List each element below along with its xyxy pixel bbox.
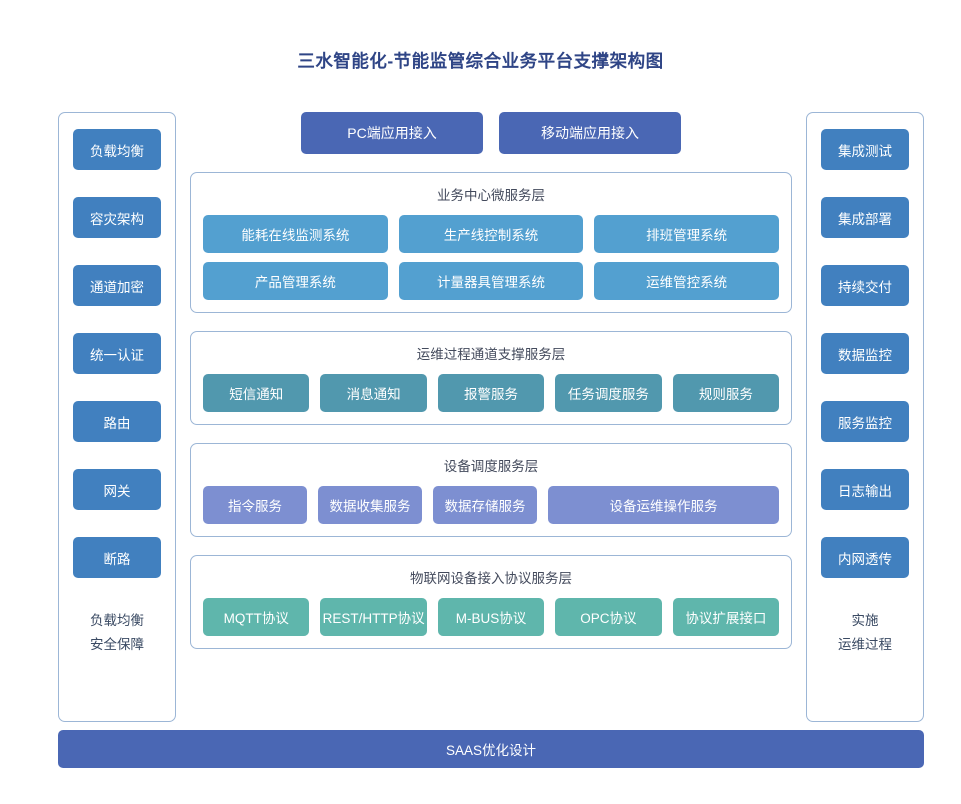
sidebar-item-circuit-breaker[interactable]: 断路 — [73, 537, 161, 578]
sidebar-item-service-monitoring[interactable]: 服务监控 — [821, 401, 909, 442]
sidebar-item-log-output[interactable]: 日志输出 — [821, 469, 909, 510]
layer-title: 业务中心微服务层 — [437, 188, 545, 203]
node-rest-http-protocol[interactable]: REST/HTTP协议 — [320, 598, 427, 636]
layer-title: 物联网设备接入协议服务层 — [410, 571, 572, 586]
left-panel-footer: 负载均衡 安全保障 — [90, 609, 144, 657]
sidebar-item-routing[interactable]: 路由 — [73, 401, 161, 442]
sidebar-item-integration-deploy[interactable]: 集成部署 — [821, 197, 909, 238]
center-column: PC端应用接入 移动端应用接入 业务中心微服务层 能耗在线监测系统 生产线控制系… — [190, 112, 792, 667]
sidebar-item-continuous-delivery[interactable]: 持续交付 — [821, 265, 909, 306]
sidebar-item-channel-encryption[interactable]: 通道加密 — [73, 265, 161, 306]
architecture-diagram: 负载均衡 容灾架构 通道加密 统一认证 路由 网关 断路 负载均衡 安全保障 P… — [58, 112, 924, 772]
layer-row: 指令服务 数据收集服务 数据存储服务 设备运维操作服务 — [203, 486, 779, 524]
node-shift-management-system[interactable]: 排班管理系统 — [594, 215, 780, 253]
page-title: 三水智能化-节能监管综合业务平台支撑架构图 — [297, 51, 664, 71]
node-mqtt-protocol[interactable]: MQTT协议 — [203, 598, 310, 636]
left-capability-panel: 负载均衡 容灾架构 通道加密 统一认证 路由 网关 断路 负载均衡 安全保障 — [58, 112, 176, 722]
application-access-row: PC端应用接入 移动端应用接入 — [190, 112, 792, 154]
mobile-access-button[interactable]: 移动端应用接入 — [499, 112, 681, 154]
node-sms-notification[interactable]: 短信通知 — [203, 374, 310, 412]
layer-business-microservice: 业务中心微服务层 能耗在线监测系统 生产线控制系统 排班管理系统 产品管理系统 … — [190, 172, 792, 313]
sidebar-item-data-monitoring[interactable]: 数据监控 — [821, 333, 909, 374]
left-panel-footer-line1: 负载均衡 — [90, 613, 144, 628]
right-panel-footer-line1: 实施 — [851, 613, 879, 628]
node-device-ops-operation-service[interactable]: 设备运维操作服务 — [548, 486, 779, 524]
left-panel-footer-line2: 安全保障 — [90, 637, 144, 652]
sidebar-item-unified-auth[interactable]: 统一认证 — [73, 333, 161, 374]
sidebar-item-gateway[interactable]: 网关 — [73, 469, 161, 510]
right-capability-panel: 集成测试 集成部署 持续交付 数据监控 服务监控 日志输出 内网透传 实施 运维… — [806, 112, 924, 722]
node-task-scheduling-service[interactable]: 任务调度服务 — [555, 374, 662, 412]
right-panel-footer: 实施 运维过程 — [838, 609, 892, 657]
node-data-collection-service[interactable]: 数据收集服务 — [318, 486, 423, 524]
layer-row: 产品管理系统 计量器具管理系统 运维管控系统 — [203, 262, 780, 300]
layer-ops-channel-support: 运维过程通道支撑服务层 短信通知 消息通知 报警服务 任务调度服务 规则服务 — [190, 331, 792, 425]
node-message-notification[interactable]: 消息通知 — [320, 374, 427, 412]
node-data-storage-service[interactable]: 数据存储服务 — [433, 486, 538, 524]
node-metering-device-management-system[interactable]: 计量器具管理系统 — [398, 262, 584, 300]
right-panel-footer-line2: 运维过程 — [838, 637, 892, 652]
layer-title: 运维过程通道支撑服务层 — [416, 347, 566, 362]
pc-access-button[interactable]: PC端应用接入 — [301, 112, 483, 154]
node-protocol-extension-interface[interactable]: 协议扩展接口 — [672, 598, 780, 636]
sidebar-item-intranet-tunneling[interactable]: 内网透传 — [821, 537, 909, 578]
layer-row: 短信通知 消息通知 报警服务 任务调度服务 规则服务 — [203, 374, 780, 412]
node-rule-service[interactable]: 规则服务 — [672, 374, 780, 412]
node-energy-monitoring-system[interactable]: 能耗在线监测系统 — [203, 215, 388, 253]
node-opc-protocol[interactable]: OPC协议 — [555, 598, 662, 636]
sidebar-item-integration-test[interactable]: 集成测试 — [821, 129, 909, 170]
node-mbus-protocol[interactable]: M-BUS协议 — [437, 598, 545, 636]
layer-iot-protocol-access: 物联网设备接入协议服务层 MQTT协议 REST/HTTP协议 M-BUS协议 … — [190, 555, 792, 649]
node-production-line-control-system[interactable]: 生产线控制系统 — [398, 215, 584, 253]
sidebar-item-dr-architecture[interactable]: 容灾架构 — [73, 197, 161, 238]
node-product-management-system[interactable]: 产品管理系统 — [203, 262, 388, 300]
layer-device-scheduling: 设备调度服务层 指令服务 数据收集服务 数据存储服务 设备运维操作服务 — [190, 443, 792, 537]
layer-row: MQTT协议 REST/HTTP协议 M-BUS协议 OPC协议 协议扩展接口 — [203, 598, 780, 636]
node-command-service[interactable]: 指令服务 — [203, 486, 308, 524]
node-alarm-service[interactable]: 报警服务 — [437, 374, 545, 412]
layer-row: 能耗在线监测系统 生产线控制系统 排班管理系统 — [203, 215, 780, 253]
node-ops-control-system[interactable]: 运维管控系统 — [594, 262, 780, 300]
layer-title: 设备调度服务层 — [443, 459, 539, 474]
saas-optimization-bar[interactable]: SAAS优化设计 — [58, 730, 924, 768]
sidebar-item-load-balance[interactable]: 负载均衡 — [73, 129, 161, 170]
